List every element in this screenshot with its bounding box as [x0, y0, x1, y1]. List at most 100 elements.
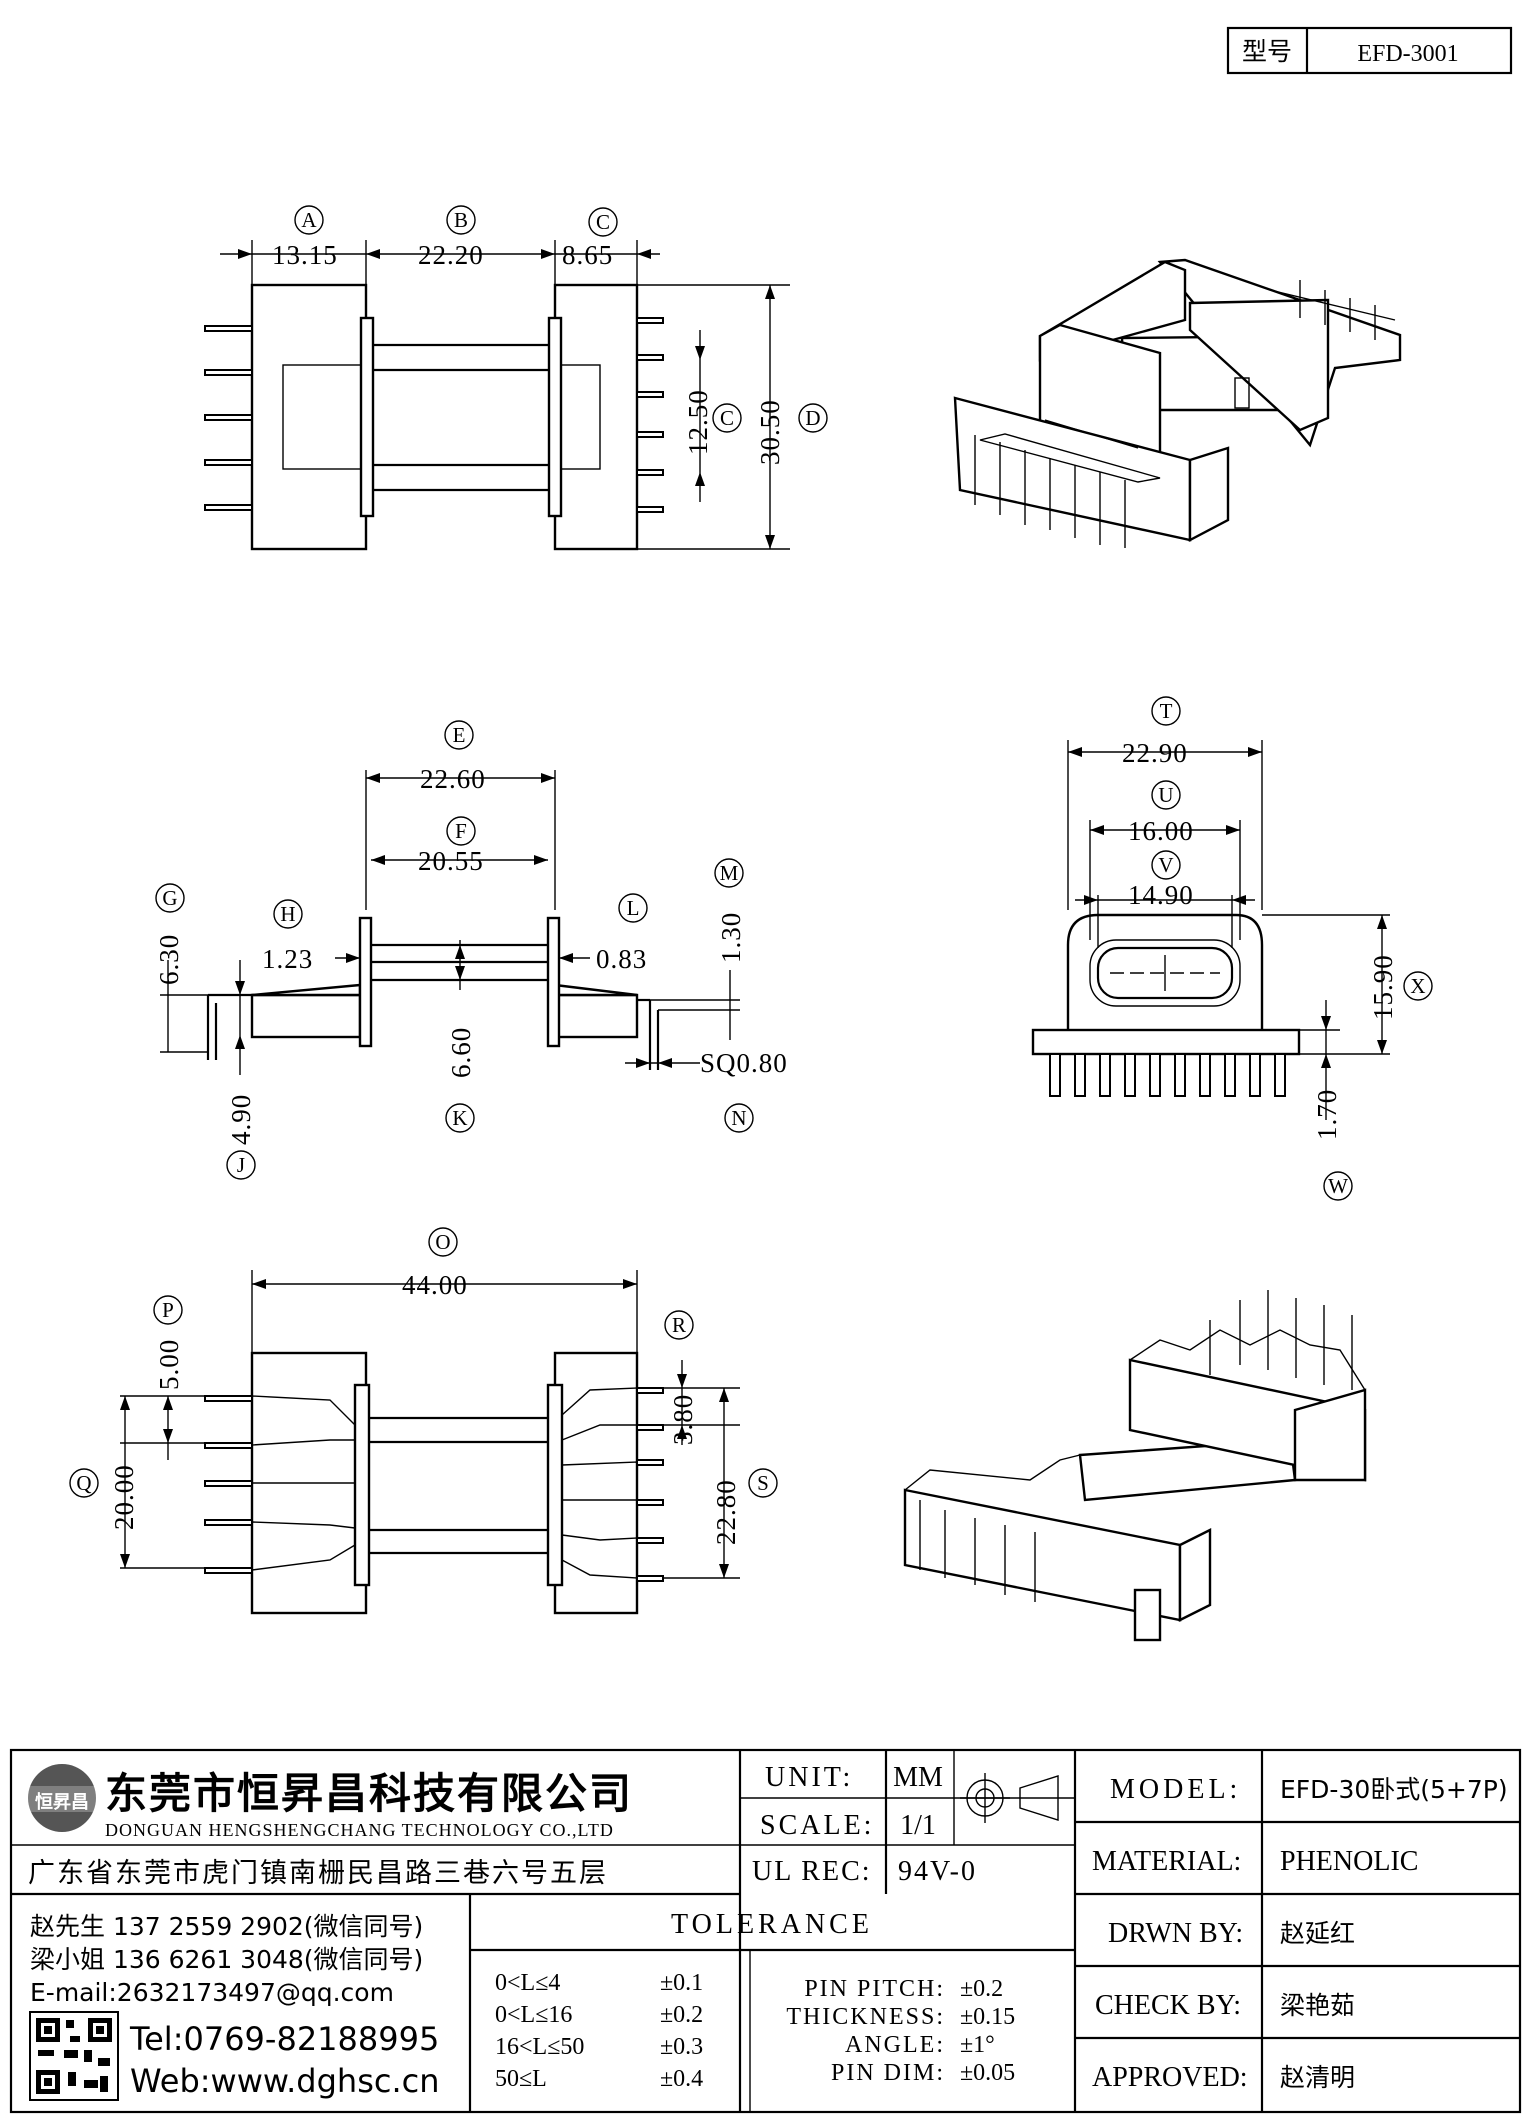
contact-tel: Tel:0769-82188995 — [129, 2020, 439, 2058]
tag-u: U — [1158, 783, 1173, 807]
tag-v: V — [1158, 853, 1173, 877]
dim-p-value: 5.00 — [154, 1339, 184, 1390]
dim-n-value: SQ0.80 — [700, 1048, 788, 1078]
tag-g: G — [162, 886, 177, 910]
tolerance-value-1: ±0.1 — [660, 1970, 703, 1996]
spec-label-4: PIN DIM: — [831, 2060, 945, 2086]
header-model-label: 型号 — [1242, 37, 1292, 66]
scale-label: SCALE: — [760, 1810, 874, 1841]
title-block: 恒昇昌 东莞市恒昇昌科技有限公司 DONGUAN HENGSHENGCHANG … — [9, 1748, 1522, 2114]
approved-value: 赵清明 — [1280, 2063, 1355, 2092]
header-model-code: EFD-3001 — [1357, 41, 1458, 67]
dim-w-value: 1.70 — [1312, 1089, 1342, 1140]
ul-label: UL REC: — [752, 1856, 872, 1887]
dim-g-value: 6.30 — [154, 934, 184, 985]
bottom-view-right-traces — [561, 1387, 638, 1579]
tag-b: B — [454, 208, 468, 232]
tag-p: P — [162, 1298, 174, 1322]
approved-label: APPROVED: — [1092, 2062, 1248, 2093]
tag-e: E — [453, 723, 466, 747]
spec-label-1: PIN PITCH: — [804, 1976, 945, 2002]
tag-k: K — [452, 1106, 467, 1130]
unit-value: MM — [893, 1762, 943, 1793]
tolerance-title: TOLERANCE — [671, 1909, 873, 1940]
tag-x: X — [1410, 974, 1425, 998]
qr-code — [29, 2011, 119, 2101]
tolerance-range-1: 0<L≤4 — [495, 1970, 560, 1996]
ul-value: 94V-0 — [898, 1856, 977, 1887]
tag-s: S — [757, 1471, 769, 1495]
dim-x-value: 15.90 — [1368, 954, 1398, 1020]
bottom-view-left-traces — [251, 1395, 356, 1571]
tag-o: O — [435, 1230, 450, 1254]
tag-f: F — [455, 819, 467, 843]
spec-value-4: ±0.05 — [960, 2060, 1015, 2086]
dim-j-value: 4.90 — [226, 1094, 256, 1145]
bottom-view: 44.00 5.00 20.00 3.80 22.80 O P Q R S — [69, 1227, 778, 1615]
unit-label: UNIT: — [765, 1762, 853, 1793]
dim-m-value: 1.30 — [716, 912, 746, 963]
end-view: 22.90 16.00 14.90 15.90 1.70 T U V X W — [1031, 696, 1433, 1201]
model-value: EFD-30卧式(5+7P) — [1280, 1775, 1508, 1804]
dim-h-value: 1.23 — [262, 944, 313, 974]
dim-q-value: 20.00 — [109, 1464, 139, 1530]
header-model-box: 型号 EFD-3001 — [1226, 26, 1513, 75]
material-label: MATERIAL: — [1092, 1846, 1241, 1877]
tolerance-value-4: ±0.4 — [660, 2066, 703, 2092]
tag-m: M — [720, 861, 739, 885]
tolerance-value-3: ±0.3 — [660, 2034, 703, 2060]
contact-email: E-mail:2632173497@qq.com — [30, 1978, 394, 2007]
tag-q: Q — [76, 1471, 91, 1495]
tag-r: R — [672, 1313, 686, 1337]
dim-r-value: 3.80 — [668, 1394, 698, 1445]
dim-k-value: 6.60 — [446, 1027, 476, 1078]
tag-n: N — [731, 1106, 746, 1130]
end-view-pins — [1049, 1053, 1286, 1097]
contact-web: Web:www.dghsc.cn — [130, 2062, 440, 2100]
tolerance-value-2: ±0.2 — [660, 2002, 703, 2028]
company-address: 广东省东莞市虎门镇南栅民昌路三巷六号五层 — [28, 1858, 608, 1889]
dim-c-value: 8.65 — [562, 240, 613, 270]
logo-text: 恒昇昌 — [35, 1791, 89, 1813]
check-label: CHECK BY: — [1095, 1990, 1241, 2021]
contact-1: 赵先生 137 2559 2902(微信同号) — [30, 1912, 423, 1941]
company-name-en: DONGUAN HENGSHENGCHANG TECHNOLOGY CO.,LT… — [105, 1820, 614, 1840]
dim-a-value: 13.15 — [272, 240, 338, 270]
spec-label-2: THICKNESS: — [786, 2004, 945, 2030]
tag-j: J — [237, 1153, 245, 1177]
dim-v-value: 14.90 — [1128, 880, 1194, 910]
tag-c: C — [596, 210, 610, 234]
dim-t-value: 22.90 — [1122, 738, 1188, 768]
tag-l: L — [627, 896, 640, 920]
dim-o-value: 44.00 — [402, 1270, 468, 1300]
material-value: PHENOLIC — [1280, 1846, 1418, 1877]
model-label: MODEL: — [1110, 1774, 1241, 1805]
dim-s-value: 22.80 — [711, 1479, 741, 1545]
tag-a: A — [301, 208, 317, 232]
drawn-label: DRWN BY: — [1108, 1918, 1243, 1949]
dim-f-value: 20.55 — [418, 846, 484, 876]
dim-d-value: 30.50 — [755, 399, 785, 465]
tag-t: T — [1160, 699, 1173, 723]
spec-value-3: ±1° — [960, 2032, 995, 2058]
dim-u-value: 16.00 — [1128, 816, 1194, 846]
drawn-value: 赵延红 — [1280, 1919, 1355, 1948]
tag-c2: C — [720, 406, 734, 430]
dim-e-value: 22.60 — [420, 764, 486, 794]
tag-h: H — [280, 902, 295, 926]
dim-c2-value: 12.50 — [683, 389, 713, 455]
tolerance-range-4: 50≤L — [495, 2066, 547, 2092]
check-value: 梁艳茹 — [1280, 1991, 1355, 2020]
top-view: 13.15 22.20 8.65 12.50 30.50 A B C C D — [204, 205, 828, 551]
isometric-view-top — [953, 258, 1402, 548]
scale-value: 1/1 — [900, 1810, 936, 1841]
spec-label-3: ANGLE: — [845, 2032, 945, 2058]
spec-value-1: ±0.2 — [960, 1976, 1003, 2002]
company-name-cn: 东莞市恒昇昌科技有限公司 — [105, 1769, 633, 1818]
dim-b-value: 22.20 — [418, 240, 484, 270]
tag-d: D — [805, 406, 820, 430]
tolerance-range-3: 16<L≤50 — [495, 2034, 584, 2060]
contact-2: 梁小姐 136 6261 3048(微信同号) — [30, 1945, 423, 1974]
